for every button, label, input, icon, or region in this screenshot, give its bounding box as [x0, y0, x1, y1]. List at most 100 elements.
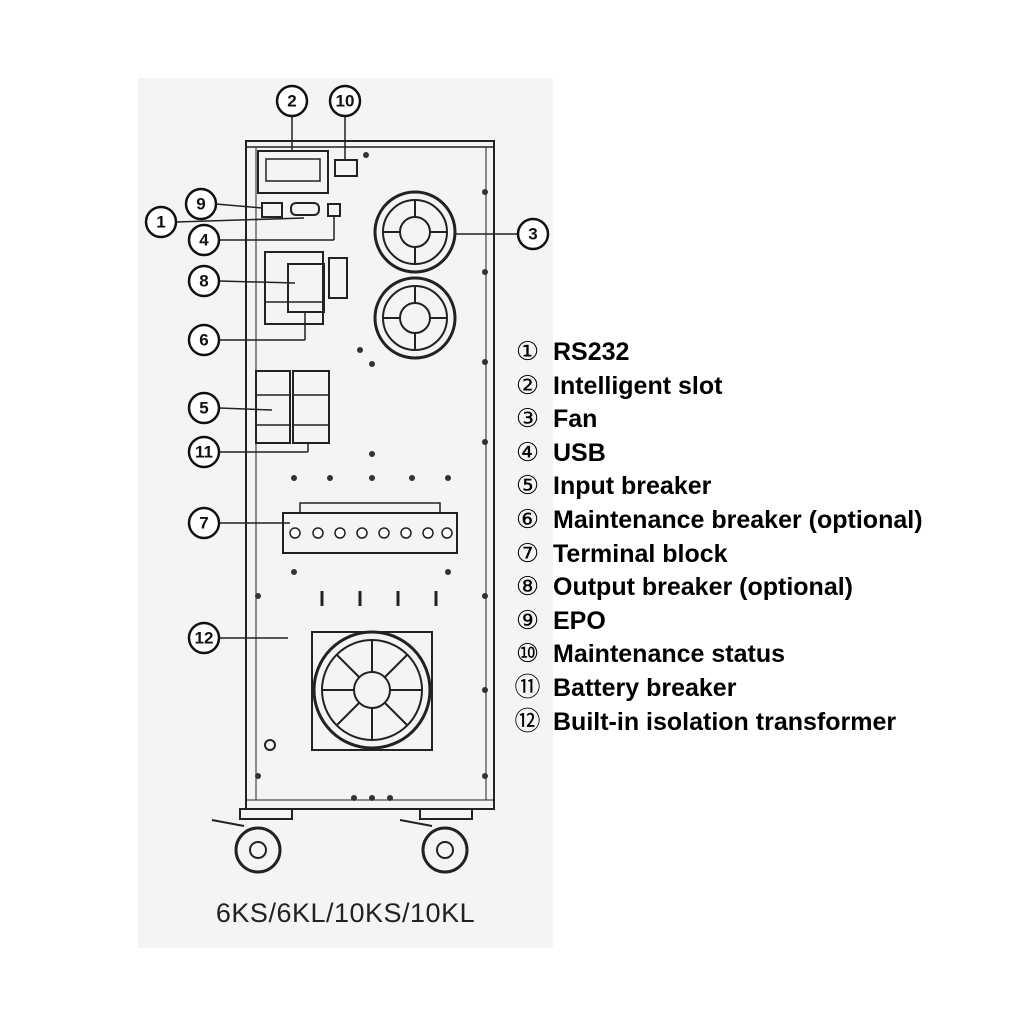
caster-hub-right	[436, 841, 454, 859]
mounting-hole	[445, 475, 451, 481]
callout-label: 12	[195, 629, 214, 648]
usb-port	[327, 203, 341, 217]
legend-label: Maintenance status	[553, 640, 786, 669]
legend-number: ⑧	[515, 572, 540, 603]
mounting-hole	[482, 687, 488, 693]
mounting-hole	[369, 475, 375, 481]
callout-circle	[187, 435, 221, 469]
callout-label: 3	[528, 225, 537, 244]
callout-circle	[184, 187, 218, 221]
caster-brake-right	[399, 819, 433, 827]
callout-circle	[187, 264, 221, 298]
caster-mount-left	[239, 808, 293, 820]
callout-label: 6	[199, 331, 208, 350]
callout-circle	[187, 621, 221, 655]
legend-number: ⑨	[515, 605, 540, 636]
callout-circle	[187, 391, 221, 425]
legend-number: ③	[515, 404, 540, 435]
intelligent-slot-window	[265, 158, 321, 182]
terminal-screw	[356, 527, 368, 539]
legend-label: Fan	[553, 405, 598, 434]
legend-number: ⑥	[515, 504, 540, 535]
mounting-hole	[482, 269, 488, 275]
maintenance-status-port	[334, 159, 358, 177]
legend-label: Maintenance breaker (optional)	[553, 505, 923, 534]
callout-label: 4	[199, 231, 209, 250]
terminal-block-rail	[299, 502, 441, 514]
leader-line	[218, 280, 296, 284]
callout-label: 1	[156, 213, 165, 232]
caster-mount-right	[419, 808, 473, 820]
input-breaker	[255, 370, 291, 444]
maintenance-breaker-bracket	[328, 257, 348, 299]
legend-label: RS232	[553, 338, 630, 366]
transformer-fan-hub	[353, 671, 391, 709]
legend-number: ⑩	[515, 639, 540, 670]
fan-blade	[336, 654, 360, 678]
terminal-screw	[312, 527, 324, 539]
leader-line	[218, 407, 273, 411]
terminal-screw	[334, 527, 346, 539]
fan-lower-hub	[399, 302, 431, 334]
ground-screw	[264, 739, 276, 751]
fan-upper	[373, 190, 457, 274]
callout-label: 5	[199, 399, 208, 418]
mounting-hole	[327, 475, 333, 481]
legend-label: Built-in isolation transformer	[553, 707, 897, 736]
legend-label: Battery breaker	[553, 673, 737, 702]
caster-wheel-left	[234, 826, 282, 874]
legend-number: ④	[515, 437, 540, 468]
mounting-hole	[255, 593, 261, 599]
model-caption: 6KS/6KL/10KS/10KL	[215, 898, 476, 928]
leader-line	[175, 217, 305, 223]
mounting-hole	[255, 773, 261, 779]
mounting-hole	[351, 795, 357, 801]
transformer-fan	[312, 630, 432, 750]
mounting-hole	[369, 361, 375, 367]
mounting-hole	[363, 152, 369, 158]
callout-circle	[187, 323, 221, 357]
caster-wheel-right	[421, 826, 469, 874]
legend-number: ⑤	[515, 471, 540, 502]
mounting-hole	[482, 439, 488, 445]
fan-blade	[384, 702, 408, 726]
fan-blade	[336, 702, 360, 726]
legend-label: Output breaker (optional)	[553, 573, 853, 602]
legend-number: ⑦	[515, 538, 540, 569]
legend-number: ⑪	[514, 672, 541, 703]
legend-item: ⑪ Battery breaker	[513, 672, 923, 706]
legend-item: ⑧ Output breaker (optional)	[513, 571, 923, 605]
legend-label: Intelligent slot	[553, 371, 723, 400]
intelligent-slot	[257, 150, 329, 194]
legend-item: ⑦ Terminal block	[513, 538, 923, 572]
legend-item: ⑩ Maintenance status	[513, 638, 923, 672]
mounting-hole	[369, 451, 375, 457]
fan-blade	[384, 654, 408, 678]
legend-item: ⑥ Maintenance breaker (optional)	[513, 504, 923, 538]
mounting-hole	[291, 475, 297, 481]
legend-label: USB	[553, 438, 606, 467]
legend-label: EPO	[553, 606, 606, 635]
legend-label: Input breaker	[553, 472, 712, 501]
terminal-screw	[422, 527, 434, 539]
callout-label: 11	[195, 443, 213, 462]
legend-number: ⑫	[514, 706, 541, 737]
callout-label: 2	[287, 92, 296, 111]
mounting-hole	[482, 189, 488, 195]
mounting-hole	[291, 569, 297, 575]
mounting-hole	[387, 795, 393, 801]
legend-label: Terminal block	[553, 539, 728, 568]
legend-item: ⑨ EPO	[513, 605, 923, 639]
caster-brake-left	[211, 819, 245, 827]
callout-circle	[187, 506, 221, 540]
callout-circle	[275, 84, 309, 118]
maintenance-breaker	[287, 263, 325, 313]
caster-hub-left	[249, 841, 267, 859]
callout-circle	[328, 84, 362, 118]
callout-circle	[187, 223, 221, 257]
mounting-hole	[369, 795, 375, 801]
terminal-screw	[400, 527, 412, 539]
mounting-hole	[482, 773, 488, 779]
mounting-hole	[482, 593, 488, 599]
